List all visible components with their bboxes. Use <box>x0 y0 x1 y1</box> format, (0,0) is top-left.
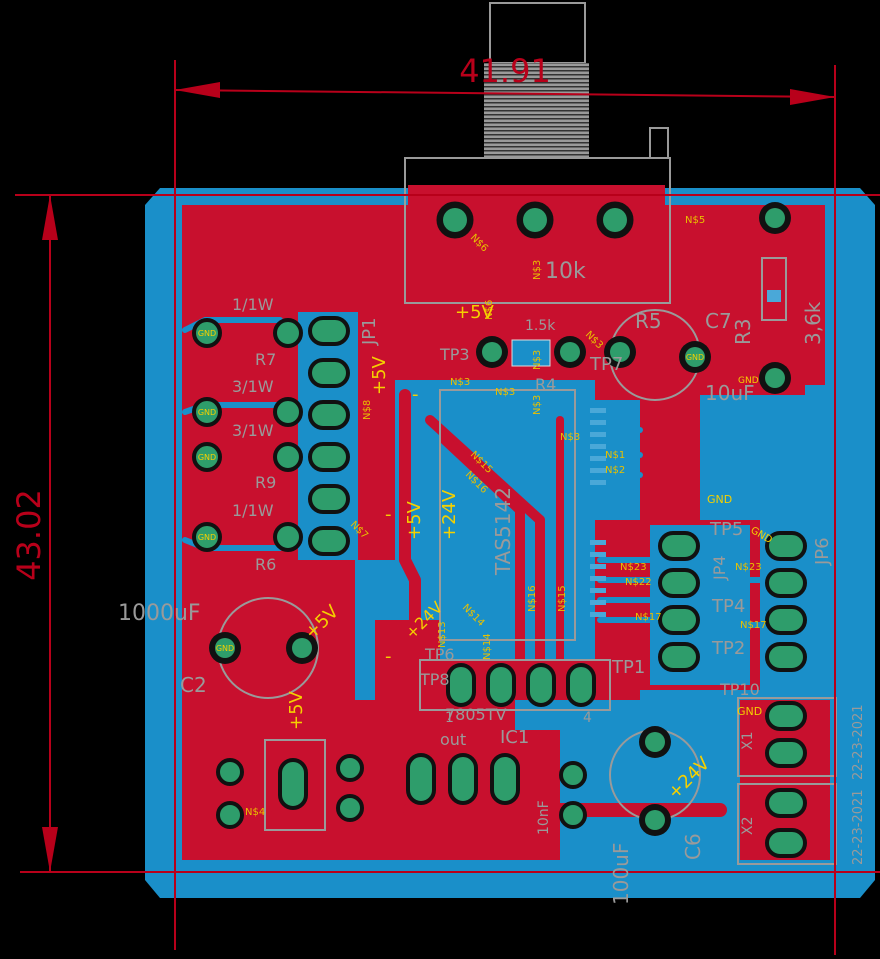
ic-pins <box>590 408 606 617</box>
tp10-label: TP10 <box>719 680 760 699</box>
c6-value: 100uF <box>609 843 633 905</box>
dimension-arrows <box>42 82 835 872</box>
tp1-label: TP1 <box>611 657 645 678</box>
r5-name: R5 <box>635 309 662 333</box>
ic-out-label: out <box>440 730 466 749</box>
net-label: N$1 <box>605 450 625 461</box>
r7-power: 1/1W <box>232 295 274 314</box>
date-label: 22-23-2021 <box>851 704 866 780</box>
net-label: N$3 <box>560 432 580 443</box>
gnd-label: GND <box>738 376 759 386</box>
c7-value: 10uF <box>705 381 755 405</box>
bottom-region-ic <box>355 380 640 700</box>
r9-power: 3/1W <box>232 421 274 440</box>
net-label: N$3 <box>450 377 470 388</box>
x2-label: X2 <box>740 817 756 836</box>
tp8-label: TP8 <box>419 670 450 689</box>
plus24v-label: +24V <box>439 489 460 540</box>
jp1-pads <box>308 316 350 556</box>
resistor-pads <box>192 318 303 552</box>
pad-labels: GND GND GND GND GND GND <box>198 329 704 653</box>
c2-name: C2 <box>180 673 207 697</box>
ic-main-label: TAS5142 <box>491 487 515 576</box>
pad-label: GND <box>216 644 234 653</box>
gnd-label: GND <box>707 493 732 506</box>
net-label: N$14 <box>482 633 493 660</box>
x1-label: X1 <box>740 732 756 751</box>
pad-label: GND <box>198 329 216 338</box>
ic-reg-pin-1: 1 <box>445 710 454 726</box>
c7-name: C7 <box>705 309 732 333</box>
r9-name: R9 <box>255 473 276 492</box>
net-label: N$17 <box>635 612 662 623</box>
tp4-label: TP4 <box>711 596 745 617</box>
minus-label: - <box>412 384 419 405</box>
c6-name: C6 <box>681 833 705 860</box>
pad-label: GND <box>198 408 216 417</box>
net-label: N$8 <box>362 400 373 420</box>
net-label: N$3 <box>532 395 543 415</box>
pad-label: GND <box>198 533 216 542</box>
r6-power: 1/1W <box>232 501 274 520</box>
tp5-label: TP5 <box>709 519 743 540</box>
pad-label: GND <box>198 453 216 462</box>
plus5v-label: +5V <box>369 355 390 395</box>
tp2-label: TP2 <box>711 638 745 659</box>
ic-reg-pin-4: 4 <box>583 710 592 726</box>
r3-body <box>761 257 787 321</box>
minus-label: - <box>385 646 392 667</box>
jp4-label: JP4 <box>710 555 729 581</box>
net-label: N$2 <box>605 465 625 476</box>
date-label-2: 22-23-2021 <box>851 789 866 865</box>
jp1-label: JP1 <box>359 317 380 346</box>
net-label: N$17 <box>740 620 767 631</box>
c-small-value: 10nF <box>536 800 552 835</box>
tp-header-pads <box>658 531 807 858</box>
pot-shaft-thread <box>484 63 589 158</box>
tp7-label: TP7 <box>589 354 623 375</box>
net-label: N$23 <box>620 562 647 573</box>
dimension-height: 43.02 <box>10 489 48 581</box>
bottom-region-header <box>298 312 358 560</box>
net-label: N$3 <box>532 260 543 280</box>
plus5v-label: +5V <box>286 690 307 730</box>
r3-value: 3,6k <box>801 301 825 345</box>
plus5v-label: +5V <box>455 302 495 323</box>
net-label: N$5 <box>685 215 705 226</box>
net-label: N$23 <box>735 562 762 573</box>
r3-name: R3 <box>731 318 755 345</box>
r4-name: R4 <box>535 375 556 394</box>
net-label: N$4 <box>245 807 265 818</box>
dimension-lines <box>15 60 880 955</box>
c2-value: 1000uF <box>118 601 201 626</box>
gnd-label: GND <box>737 705 762 718</box>
tp3-label: TP3 <box>439 345 470 364</box>
ic-reg-name: IC1 <box>500 727 529 748</box>
r7-name: R7 <box>255 350 276 369</box>
tp6-label: TP6 <box>424 645 455 664</box>
round-pads <box>209 198 791 836</box>
r6-name: R6 <box>255 555 276 574</box>
ic-reg-part: 7805TV <box>445 705 506 724</box>
net-label: N$22 <box>625 577 652 588</box>
pad-label: GND <box>686 353 704 362</box>
r3-pad <box>767 290 781 302</box>
net-label: N$15 <box>557 585 568 612</box>
pot-value: 10k <box>545 259 586 284</box>
jp6-label: JP6 <box>812 537 833 566</box>
minus-label: - <box>385 504 392 525</box>
regulator-pads <box>278 663 596 810</box>
r8-power: 3/1W <box>232 377 274 396</box>
net-label: N$3 <box>495 387 515 398</box>
component-labels-silk: 10k 1.5k R4 R5 C7 10uF R3 3,6k 1/1W R7 3… <box>118 259 866 905</box>
net-label: N$16 <box>527 585 538 612</box>
r4-body <box>511 339 551 367</box>
net-label: N$13 <box>437 621 448 648</box>
r4-value: 1.5k <box>525 318 556 334</box>
dimension-width: 41.91 <box>459 52 551 90</box>
net-label: N$3 <box>532 350 543 370</box>
net-label: N$6 <box>484 300 495 320</box>
plus5v-label: +5V <box>404 500 425 540</box>
